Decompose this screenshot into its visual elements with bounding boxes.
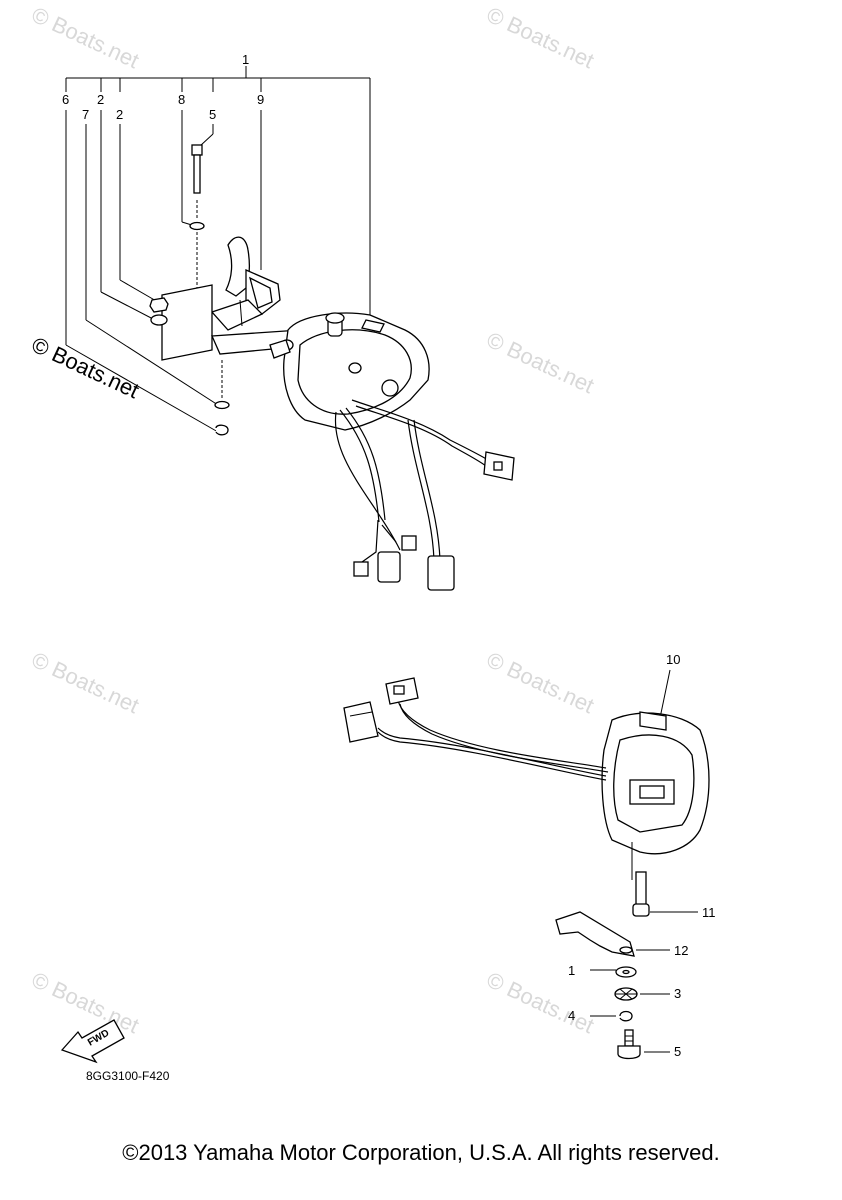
callout-4: 6 [62,92,69,107]
watermark: © Boats.net [483,647,598,718]
connector [353,535,455,591]
leader-7 [659,669,671,719]
watermark-dark: © Boats.net [28,332,143,403]
watermark: © Boats.net [28,967,143,1038]
throttle-lever [210,236,281,331]
callout-1: 1 [242,52,249,67]
mount-plate [161,284,213,361]
callout-10: 1 [568,963,575,978]
watermark: © Boats.net [483,967,598,1038]
callout-8: 11 [702,905,716,920]
screw-8 [632,871,650,917]
washer-5-lower [214,400,230,410]
callout-bracket [65,66,371,320]
callout-5: 8 [178,92,185,107]
callout-3: 5 [209,107,216,122]
callout-5: 7 [82,107,89,122]
bracket-9 [555,911,635,957]
callout-12: 4 [568,1008,575,1023]
washer-10-hole [622,969,630,975]
watermark: © Boats.net [483,2,598,73]
connector [385,677,419,705]
connector [343,701,379,743]
switch-housing-7 [601,711,710,855]
washer-5 [189,221,205,231]
clip-12 [619,1010,633,1022]
callout-6: 9 [257,92,264,107]
washer-2 [150,314,168,326]
callout-7: 10 [666,652,680,667]
watermark: © Boats.net [28,647,143,718]
diagram-code: 8GG3100-F420 [86,1069,170,1083]
callout-11: 3 [674,986,681,1001]
switch-housing-6 [269,312,430,431]
callout-9: 12 [674,943,688,958]
callout-13: 5 [674,1044,681,1059]
callout-2: 2 [97,92,104,107]
connector [483,451,515,481]
callout-2: 2 [116,107,123,122]
lock-washer-11 [614,987,638,1001]
leader-lines-upper [65,110,262,433]
watermark: © Boats.net [483,327,598,398]
wire-harness-upper [334,399,489,563]
nut-2 [149,297,169,313]
fwd-arrow-icon: FWD [60,1019,125,1064]
bolt-3 [191,144,203,194]
copyright-footer: ©2013 Yamaha Motor Corporation, U.S.A. A… [122,1140,720,1165]
screw-13 [617,1029,641,1060]
clip-4 [215,424,229,436]
wire-harness-lower [377,699,609,781]
watermark: © Boats.net [28,2,143,73]
